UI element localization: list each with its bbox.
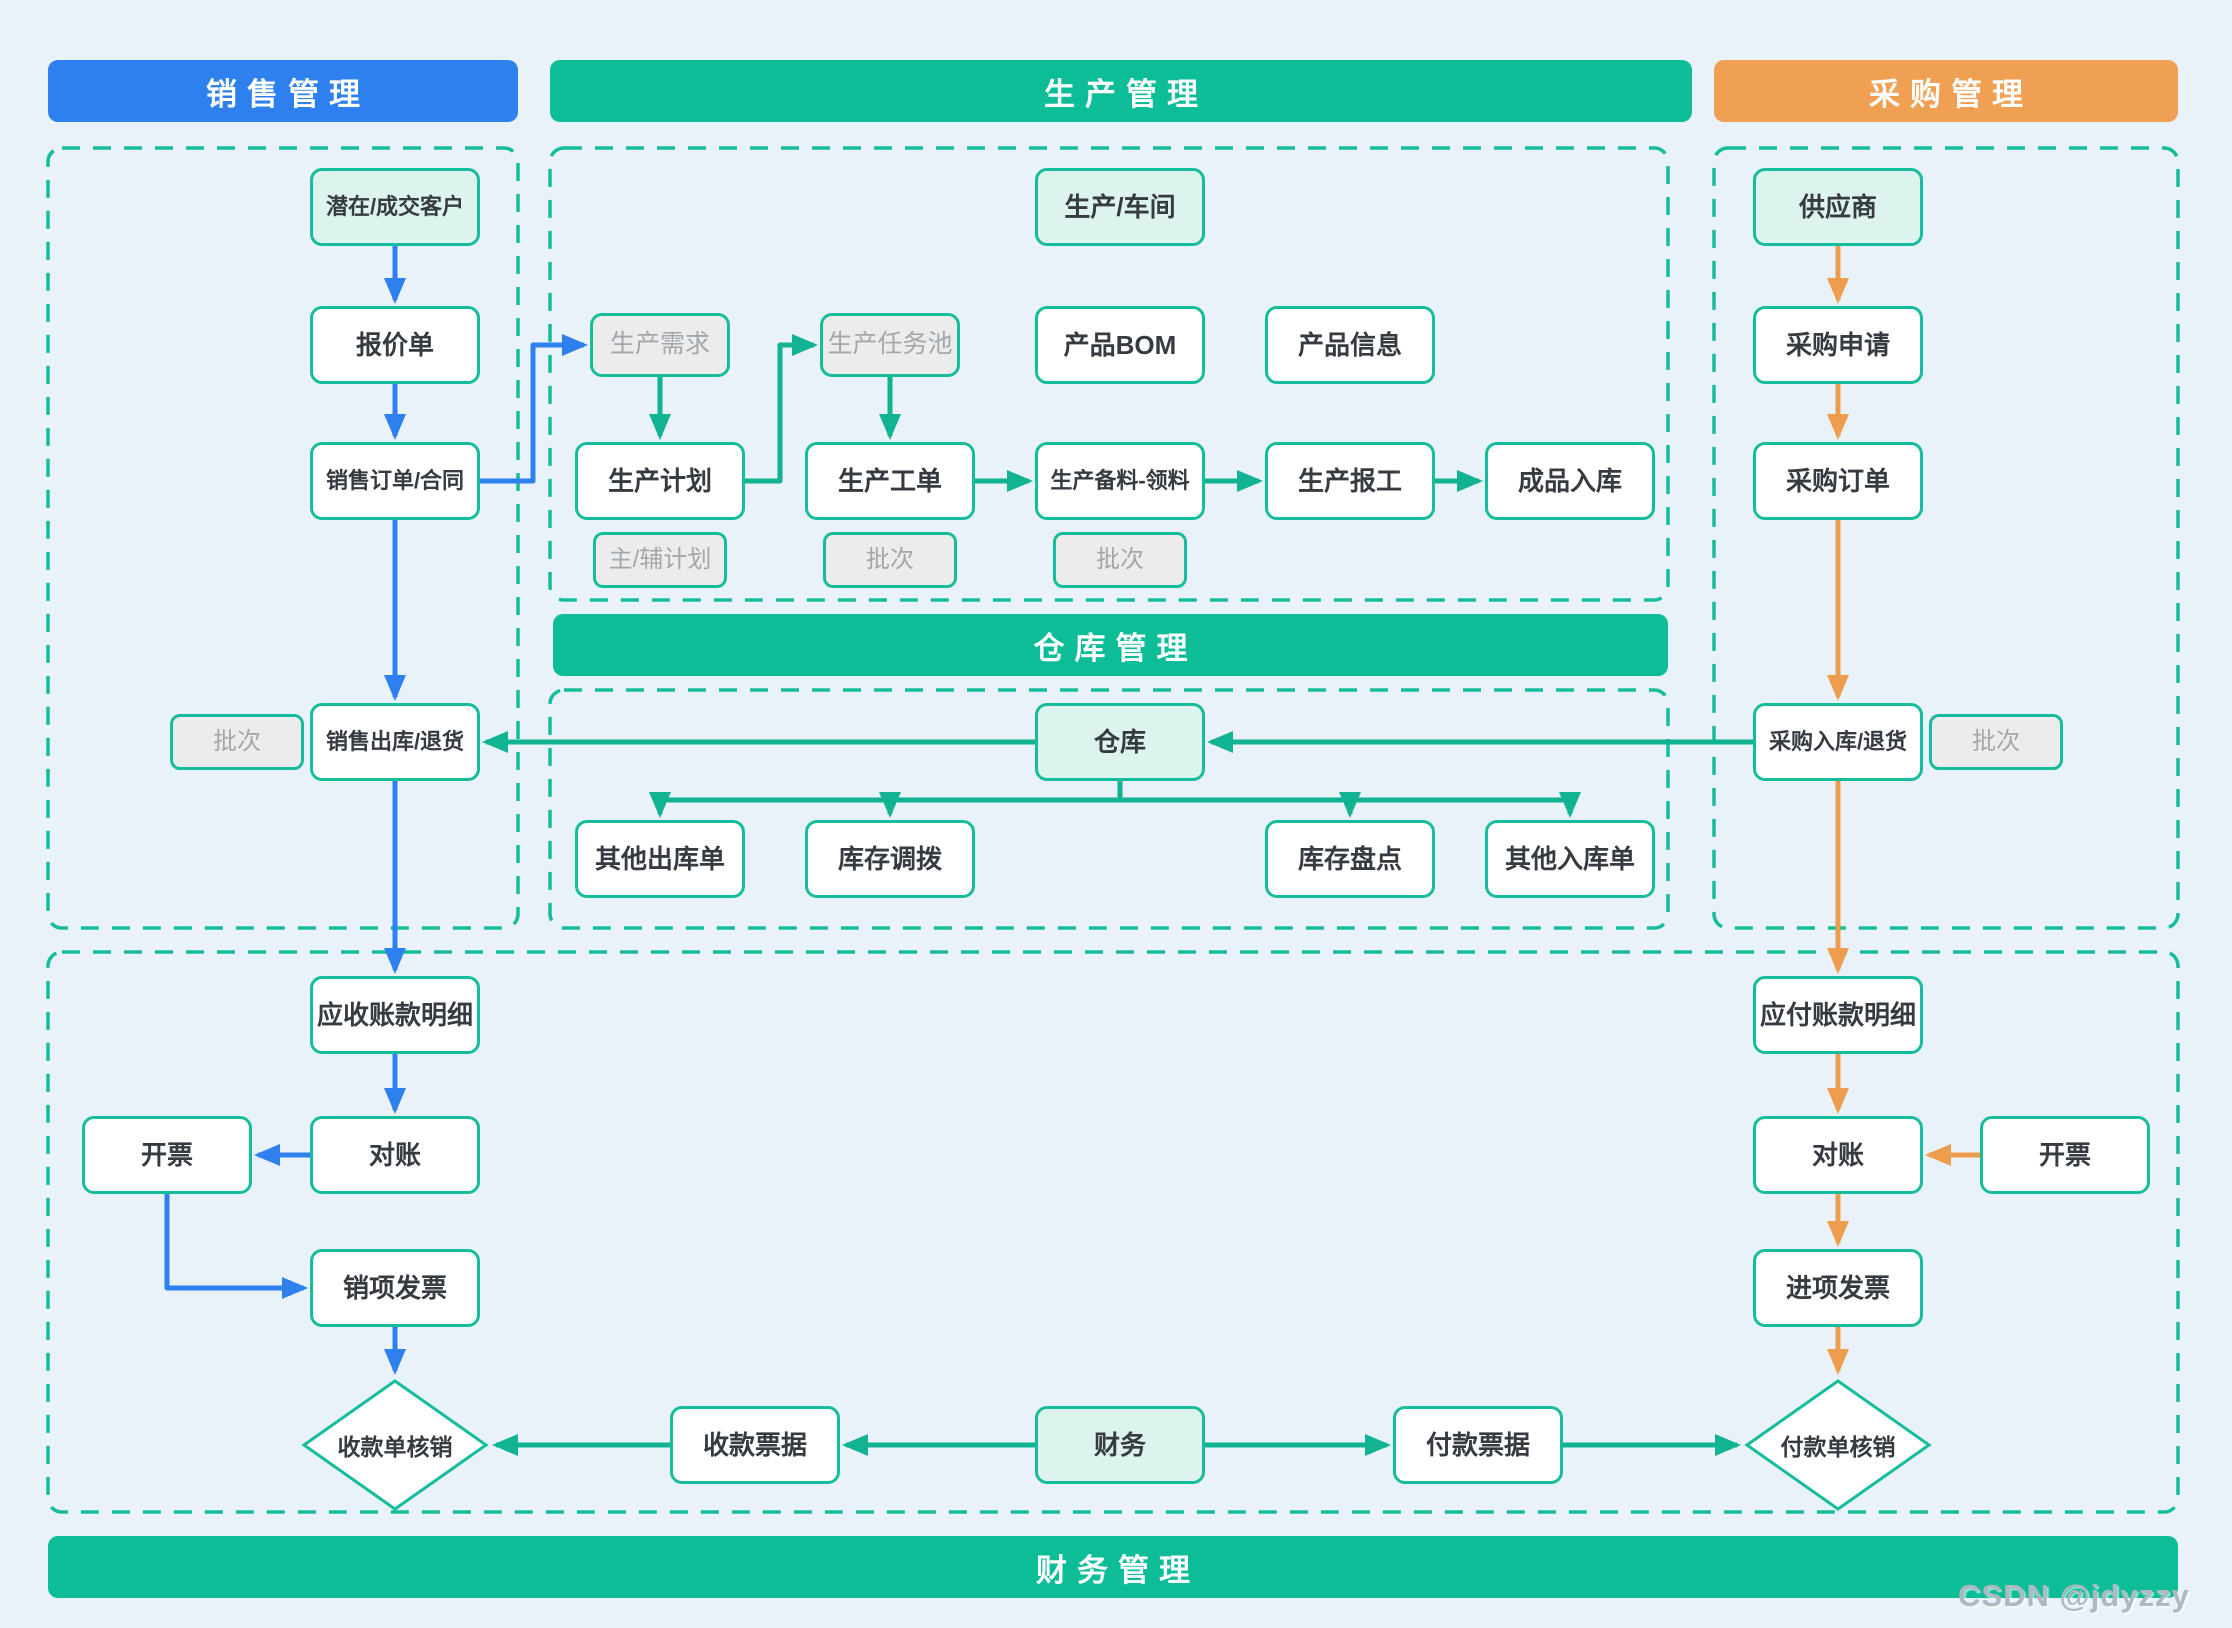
node-demand: 生产需求: [590, 313, 730, 377]
node-receipt_bill: 收款票据: [670, 1406, 840, 1484]
node-out_other: 其他出库单: [575, 820, 745, 898]
edge-plan-to-taskpool: [745, 334, 818, 484]
node-batch_w: 批次: [823, 532, 957, 588]
bar-sales-management: 销售管理: [48, 60, 518, 122]
node-ap: 应付账款明细: [1753, 976, 1923, 1054]
edge-wh-to-transfer: [879, 781, 1123, 818]
node-ar: 应收账款明细: [310, 976, 480, 1054]
node-ship: 销售出库/退货: [310, 703, 480, 781]
container-production: [548, 146, 1670, 602]
node-receipt_writeoff: 收款单核销: [300, 1377, 490, 1513]
edge-order-to-demand: [480, 334, 588, 484]
diamond-shape: [1744, 1379, 1932, 1511]
node-report: 生产报工: [1265, 442, 1435, 520]
bar-warehouse-management: 仓库管理: [553, 614, 1668, 676]
node-supplier: 供应商: [1753, 168, 1923, 246]
node-stocktake: 库存盘点: [1265, 820, 1435, 898]
node-fin: 财务: [1035, 1406, 1205, 1484]
node-pin: 采购入库/退货: [1753, 703, 1923, 781]
node-preq: 采购申请: [1753, 306, 1923, 384]
node-bom: 产品BOM: [1035, 306, 1205, 384]
node-batch_p: 批次: [1929, 714, 2063, 770]
node-wh: 仓库: [1035, 703, 1205, 781]
node-invoice_p: 开票: [1980, 1116, 2150, 1194]
node-quote: 报价单: [310, 306, 480, 384]
node-plan: 生产计划: [575, 442, 745, 520]
node-plan_tag: 主/辅计划: [593, 532, 727, 588]
bar-finance-management: 财务管理: [48, 1536, 2178, 1598]
node-customer: 潜在/成交客户: [310, 168, 480, 246]
container-finance: [46, 950, 2180, 1514]
bar-production-management: 生产管理: [550, 60, 1692, 122]
node-order: 销售订单/合同: [310, 442, 480, 520]
node-batch_s: 批次: [170, 714, 304, 770]
node-label: 付款单核销: [1780, 1434, 1896, 1460]
node-material: 生产备料-领料: [1035, 442, 1205, 520]
container-sales: [46, 146, 520, 930]
node-purch_inv: 进项发票: [1753, 1249, 1923, 1327]
csdn-watermark: CSDN @jdyzzy: [1958, 1578, 2190, 1613]
node-batch_m: 批次: [1053, 532, 1187, 588]
node-workorder: 生产工单: [805, 442, 975, 520]
node-fgstock: 成品入库: [1485, 442, 1655, 520]
bar-purchase-management: 采购管理: [1714, 60, 2178, 122]
node-pinfo: 产品信息: [1265, 306, 1435, 384]
node-in_other: 其他入库单: [1485, 820, 1655, 898]
diamond-shape: [301, 1379, 489, 1511]
edge-invoice_s-to-sales_inv: [164, 1194, 308, 1299]
container-warehouse: [548, 688, 1670, 930]
container-purchase: [1712, 146, 2180, 930]
node-payment_bill: 付款票据: [1393, 1406, 1563, 1484]
node-invoice_s: 开票: [82, 1116, 252, 1194]
node-label: 收款单核销: [337, 1434, 453, 1460]
node-sales_inv: 销项发票: [310, 1249, 480, 1327]
node-transfer: 库存调拨: [805, 820, 975, 898]
node-taskpool: 生产任务池: [820, 313, 960, 377]
node-porder: 采购订单: [1753, 442, 1923, 520]
node-recon_p: 对账: [1753, 1116, 1923, 1194]
node-recon_s: 对账: [310, 1116, 480, 1194]
node-workshop: 生产/车间: [1035, 168, 1205, 246]
edge-wh-to-in_other: [1117, 781, 1581, 818]
node-payment_writeoff: 付款单核销: [1743, 1377, 1933, 1513]
